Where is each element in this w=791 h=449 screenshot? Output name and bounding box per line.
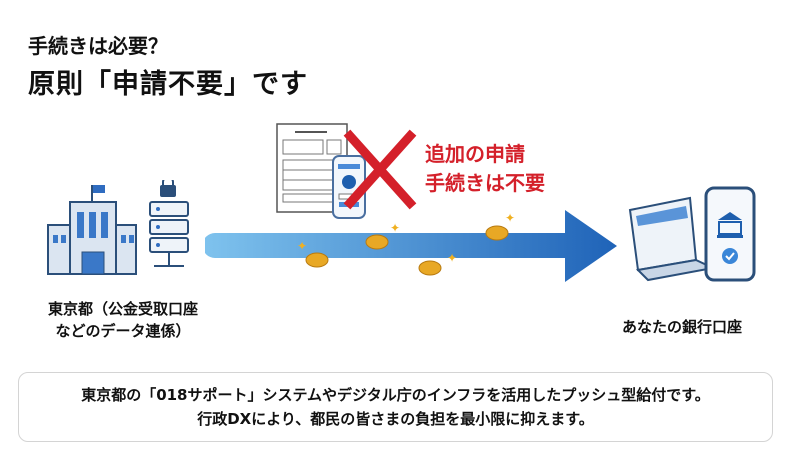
source-label-line1: 東京都（公金受取口座 — [47, 300, 198, 318]
info-line2: 行政DXにより、都民の皆さまの負担を最小限に抑えます。 — [197, 410, 594, 428]
application-form-crossed-icon — [276, 123, 417, 219]
question-heading: 手続きは必要？ — [28, 34, 168, 58]
source-label-line2: などのデータ連係） — [55, 322, 191, 340]
svg-text:✦: ✦ — [297, 239, 307, 253]
svg-text:✦: ✦ — [505, 211, 515, 225]
no-application-note: 追加の申請 手続きは不要 — [425, 140, 545, 198]
bank-account-icon — [628, 186, 756, 282]
info-line1: 東京都の「018サポート」システムやデジタル庁のインフラを活用したプッシュ型給付… — [81, 386, 710, 404]
destination-label: あなたの銀行口座 — [622, 318, 743, 336]
tokyo-government-icon — [47, 180, 189, 275]
source-label: 東京都（公金受取口座 などのデータ連係） — [28, 298, 218, 342]
server-lock-icon — [149, 180, 189, 267]
coin-icon — [305, 225, 509, 276]
svg-text:✦: ✦ — [390, 221, 400, 235]
transfer-arrow: ✦ ✦ ✦ ✦ — [205, 210, 617, 282]
info-box: 東京都の「018サポート」システムやデジタル庁のインフラを活用したプッシュ型給付… — [18, 372, 773, 442]
smartphone-bank-icon — [704, 186, 756, 282]
arrow-shape — [205, 210, 617, 282]
sparkle-icon: ✦ ✦ ✦ ✦ — [297, 211, 515, 265]
svg-text:✦: ✦ — [447, 251, 457, 265]
note-line2: 手続きは不要 — [425, 171, 545, 195]
cross-icon — [343, 129, 417, 210]
note-line1: 追加の申請 — [425, 142, 525, 166]
answer-heading: 原則「申請不要」です — [28, 69, 308, 100]
laptop-icon — [628, 196, 717, 282]
building-icon — [47, 185, 137, 275]
